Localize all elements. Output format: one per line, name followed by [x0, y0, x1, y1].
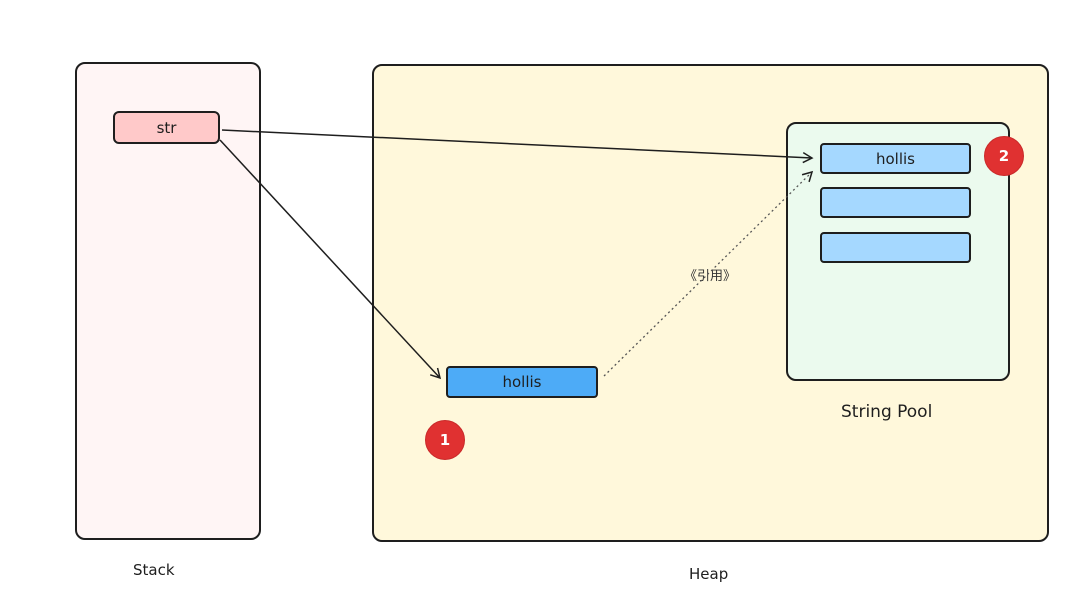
- heap-label: Heap: [689, 565, 729, 583]
- arrow-heap-to-pool-reference: [603, 170, 814, 377]
- arrow-str-to-heap: [219, 139, 442, 380]
- str-variable-box[interactable]: str: [113, 111, 220, 144]
- pool-slot-hollis[interactable]: hollis: [820, 143, 971, 174]
- step-badge-2: 2: [984, 136, 1024, 176]
- pool-slot-empty-1[interactable]: [820, 187, 971, 218]
- arrow-str-to-pool: [221, 129, 814, 164]
- stack-label: Stack: [133, 561, 175, 579]
- reference-label: 《引用》: [684, 269, 737, 284]
- step-badge-1: 1: [425, 420, 465, 460]
- pool-slot-empty-2[interactable]: [820, 232, 971, 263]
- string-pool-label: String Pool: [841, 402, 933, 422]
- heap-hollis-object[interactable]: hollis: [446, 366, 598, 398]
